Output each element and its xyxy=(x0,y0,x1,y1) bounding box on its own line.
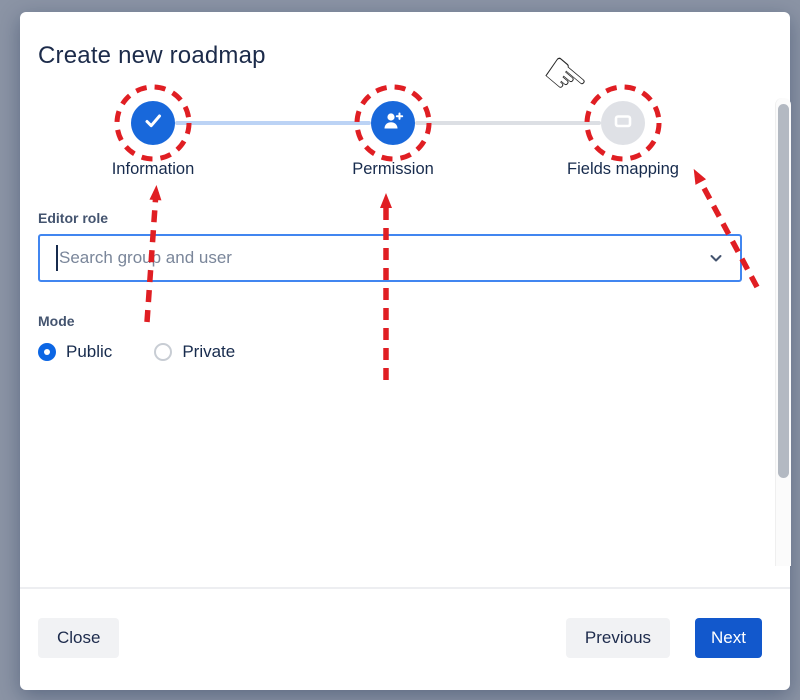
editor-role-combobox[interactable] xyxy=(38,234,742,282)
step-label-permission: Permission xyxy=(352,160,434,178)
radio-public[interactable] xyxy=(38,343,56,361)
step-connector-active xyxy=(175,121,371,125)
mode-label: Mode xyxy=(38,313,75,329)
search-input[interactable] xyxy=(40,236,740,280)
card-icon xyxy=(611,109,635,138)
step-label-fields-mapping: Fields mapping xyxy=(567,160,679,178)
previous-button[interactable]: Previous xyxy=(565,618,671,658)
step-permission[interactable] xyxy=(371,101,415,145)
next-button[interactable]: Next xyxy=(695,618,762,658)
step-label-information: Information xyxy=(111,160,195,178)
modal-title: Create new roadmap xyxy=(38,42,266,69)
check-icon xyxy=(141,109,165,138)
radio-private-label[interactable]: Private xyxy=(182,342,236,361)
create-roadmap-modal: Create new roadmap xyxy=(20,12,791,690)
step-connector-inactive xyxy=(415,121,601,125)
chevron-down-icon[interactable] xyxy=(708,250,724,271)
editor-role-label: Editor role xyxy=(38,210,109,226)
user-add-icon xyxy=(381,109,405,138)
scrollbar-track[interactable] xyxy=(775,98,791,566)
radio-public-label[interactable]: Public xyxy=(66,342,113,361)
mode-radio-group: Public Private xyxy=(38,340,235,364)
text-caret xyxy=(56,245,58,271)
modal-footer: Close Previous Next xyxy=(20,587,790,690)
step-information[interactable] xyxy=(131,101,175,145)
radio-private[interactable] xyxy=(154,343,173,361)
scrollbar-thumb[interactable] xyxy=(778,104,789,478)
step-fields-mapping[interactable] xyxy=(601,101,645,145)
close-button[interactable]: Close xyxy=(38,618,120,658)
